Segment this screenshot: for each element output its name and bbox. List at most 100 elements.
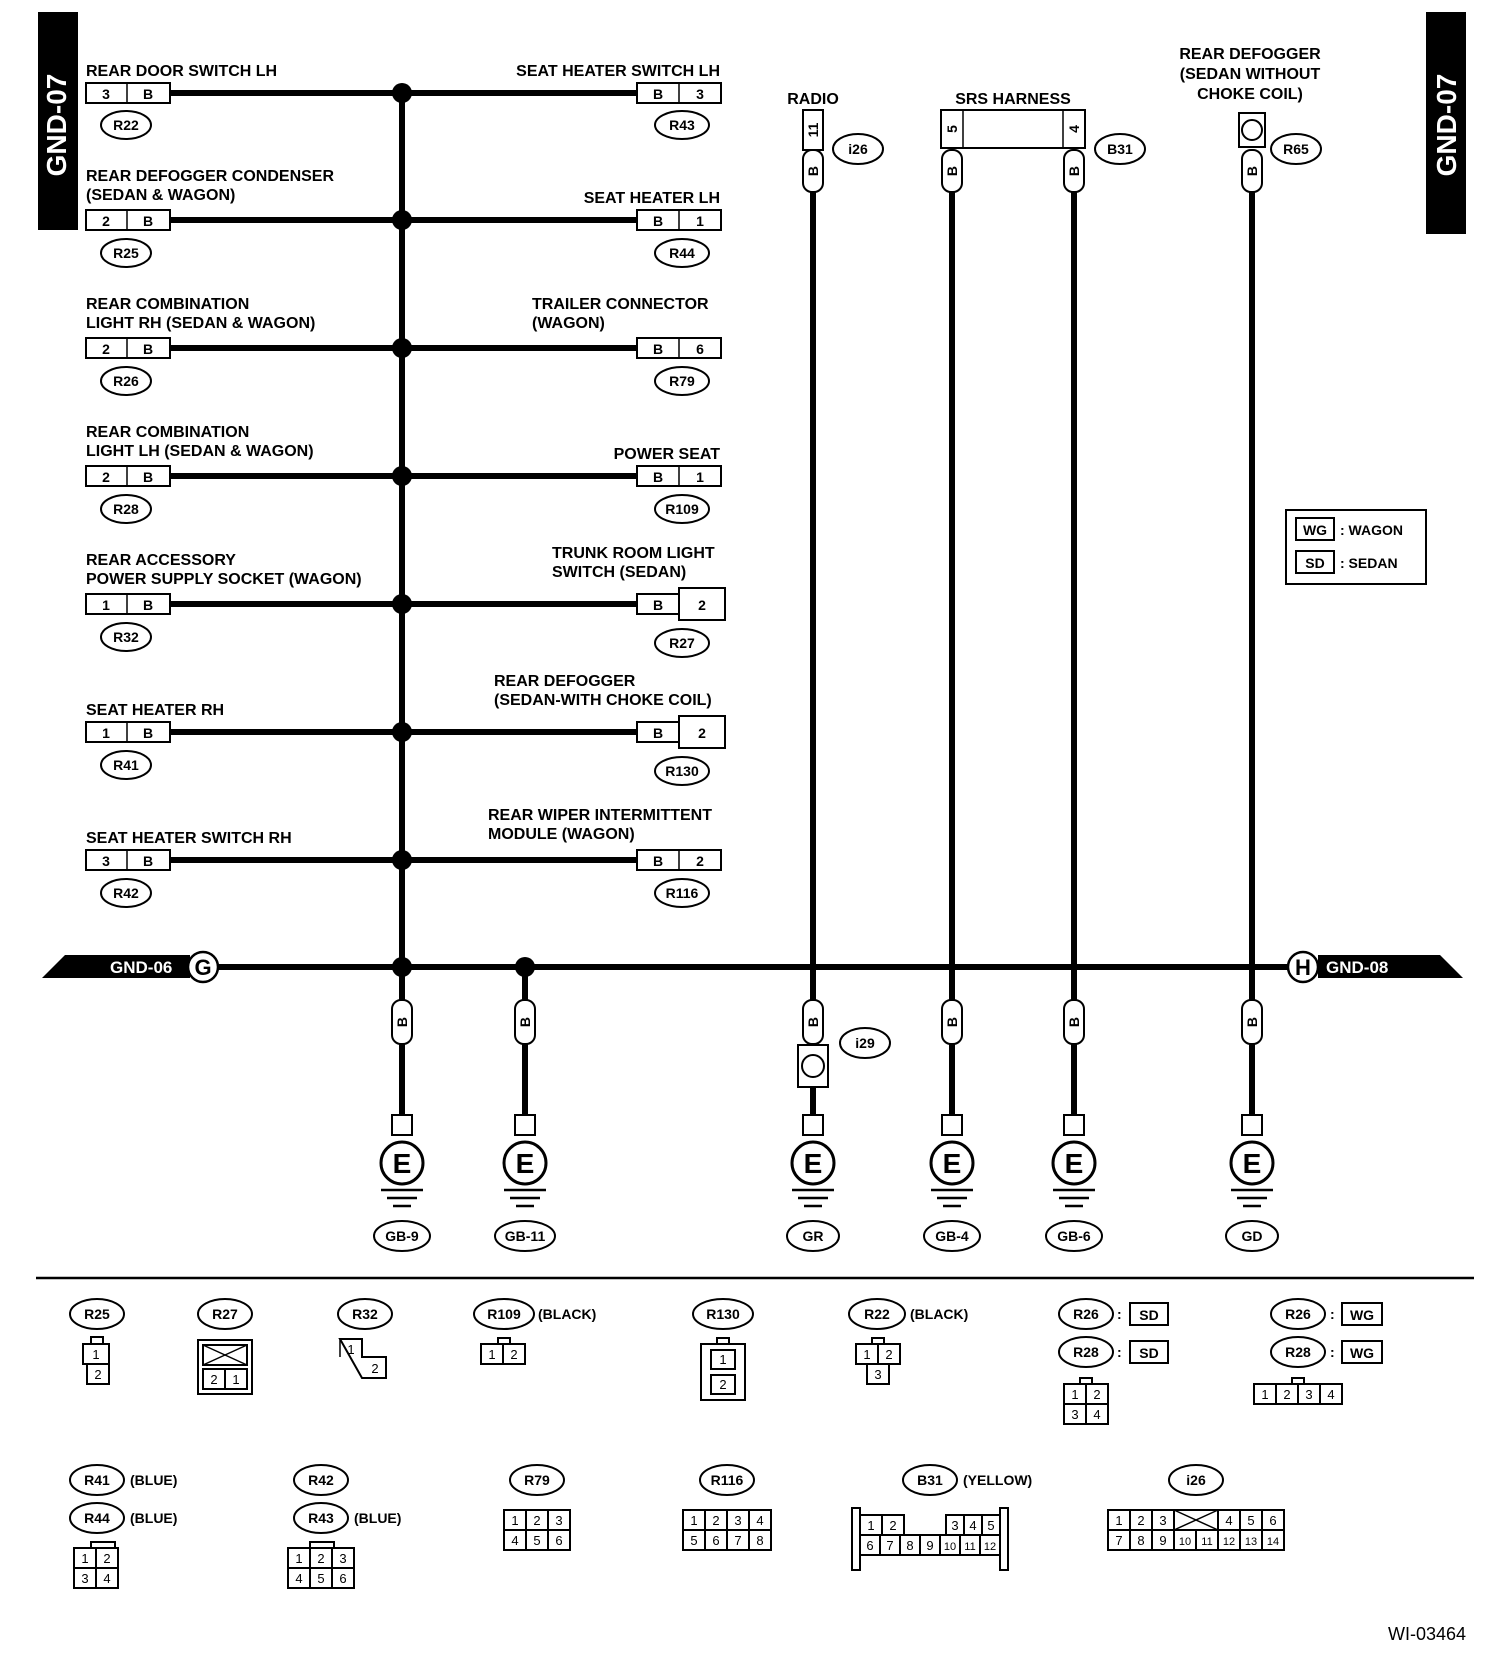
left-row-r41: SEAT HEATER RH 1 B R41 [85,702,402,780]
detail-pin: 2 [371,1361,378,1376]
detail-ref: R32 [352,1306,378,1322]
i29-connector: i29 [797,1027,891,1088]
ground-gd: E GD [1225,1114,1279,1252]
right-wire-color: B [653,213,663,229]
capsule-wire-color: B [1066,1017,1082,1027]
detail-ref: R130 [706,1306,740,1322]
left-pin: 1 [102,725,110,741]
detail-tag: SD [1139,1307,1158,1323]
detail-ref: R109 [487,1306,521,1322]
right-label-2: MODULE (WAGON) [488,826,635,843]
right-pin: 2 [698,725,706,741]
srs-pin-2: 4 [1066,125,1082,133]
detail-pin: 10 [1179,1536,1191,1548]
top-wire-capsules: B B B B [802,149,1263,193]
detail-pin: 2 [317,1551,324,1566]
detail-i26: i26 1 2 3 4 5 6 7 8 9 [1107,1464,1285,1551]
bus-left-label: GND-06 [110,958,172,977]
ground-gb6: E GB-6 [1045,1114,1103,1252]
detail-note: (BLUE) [354,1510,401,1526]
legend: WG : WAGON SD : SEDAN [1285,509,1427,585]
right-label-2: SWITCH (SEDAN) [552,564,686,581]
capsule-wire-color: B [394,1017,410,1027]
detail-pin: 7 [1115,1533,1122,1548]
detail-r32: R32 1 2 [337,1298,393,1379]
detail-r116: R116 1 2 3 4 5 6 7 8 [682,1464,772,1551]
left-wire-color: B [143,341,153,357]
right-pin: 1 [696,469,704,485]
left-ref: R22 [113,117,139,133]
detail-pin: 1 [690,1513,697,1528]
capsule-wire-color: B [944,166,960,176]
left-connector-rows: REAR DOOR SWITCH LH 3 B R22 REAR DEFOGGE… [85,63,402,908]
detail-tag: WG [1350,1307,1374,1323]
ground-name: GB-11 [505,1228,546,1244]
detail-pin: 7 [734,1533,741,1548]
left-row-r26: REAR COMBINATION LIGHT RH (SEDAN & WAGON… [85,296,402,396]
detail-pin: 4 [511,1533,518,1548]
detail-pin: 9 [1159,1533,1166,1548]
bus-right-letter: H [1295,955,1311,980]
capsule-wire-color: B [805,166,821,176]
detail-pin: 3 [1159,1513,1166,1528]
left-row-r25: REAR DEFOGGER CONDENSER (SEDAN & WAGON) … [85,168,402,268]
legend-code-sd: SD [1305,555,1324,571]
detail-pin: 5 [317,1571,324,1586]
srs-ref: B31 [1107,141,1133,157]
ground-name: GD [1242,1228,1263,1244]
detail-note: (BLACK) [910,1306,968,1322]
detail-pin: 2 [533,1513,540,1528]
figure-id: WI-03464 [1388,1624,1466,1644]
defogger-label-2: (SEDAN WITHOUT [1180,66,1321,83]
right-label: REAR DEFOGGER [494,673,636,690]
left-row-r32: REAR ACCESSORY POWER SUPPLY SOCKET (WAGO… [85,552,402,652]
detail-pin: 2 [719,1377,726,1392]
detail-pin: 5 [987,1518,994,1533]
right-row-r130: REAR DEFOGGER (SEDAN-WITH CHOKE COIL) B … [402,673,726,786]
capsule-wire-color: B [1244,166,1260,176]
detail-ref: R28 [1285,1344,1311,1360]
left-pin: 3 [102,853,110,869]
detail-r109: R109 (BLACK) 1 2 [473,1298,596,1365]
right-label: REAR WIPER INTERMITTENT [488,807,712,824]
detail-pin: 3 [555,1513,562,1528]
left-label: REAR DEFOGGER CONDENSER [86,168,334,185]
right-row-r27: TRUNK ROOM LIGHT SWITCH (SEDAN) B 2 R27 [402,545,726,658]
left-label-2: LIGHT RH (SEDAN & WAGON) [86,315,315,332]
detail-pin: 11 [1201,1536,1212,1548]
ground-gr: E GR [786,1114,840,1252]
detail-ref: R79 [524,1472,550,1488]
detail-pin: 3 [81,1571,88,1586]
detail-pin: 1 [488,1347,495,1362]
detail-pin: 6 [866,1538,873,1553]
legend-code-wg: WG [1303,522,1327,538]
ground-letter: E [943,1148,962,1179]
left-wire-color: B [143,853,153,869]
detail-tag: SD [1139,1345,1158,1361]
left-row-r28: REAR COMBINATION LIGHT LH (SEDAN & WAGON… [85,424,402,524]
right-label: TRUNK ROOM LIGHT [552,545,715,562]
detail-pin: 2 [94,1367,101,1382]
detail-pin: 8 [756,1533,763,1548]
radio-label: RADIO [787,91,839,108]
left-label: REAR COMBINATION [86,296,249,313]
detail-pin: 2 [885,1347,892,1362]
radio-ref: i26 [848,141,868,157]
left-pin: 1 [102,597,110,613]
radio-connector: RADIO 11 i26 [787,91,884,165]
left-ref: R32 [113,629,139,645]
detail-ref: R26 [1073,1306,1099,1322]
detail-ref: R26 [1285,1306,1311,1322]
detail-r26-r28-wg: R26 : WG R28 : WG 1 2 3 4 [1253,1298,1383,1405]
capsule-wire-color: B [1066,166,1082,176]
detail-note: : [1117,1344,1122,1360]
detail-pin: 2 [510,1347,517,1362]
detail-pin: 2 [1093,1387,1100,1402]
left-ref: R42 [113,885,139,901]
right-wire-color: B [653,341,663,357]
detail-ref: R22 [864,1306,890,1322]
trunk-junctions [392,83,412,870]
right-row-r116: REAR WIPER INTERMITTENT MODULE (WAGON) B… [402,807,722,908]
